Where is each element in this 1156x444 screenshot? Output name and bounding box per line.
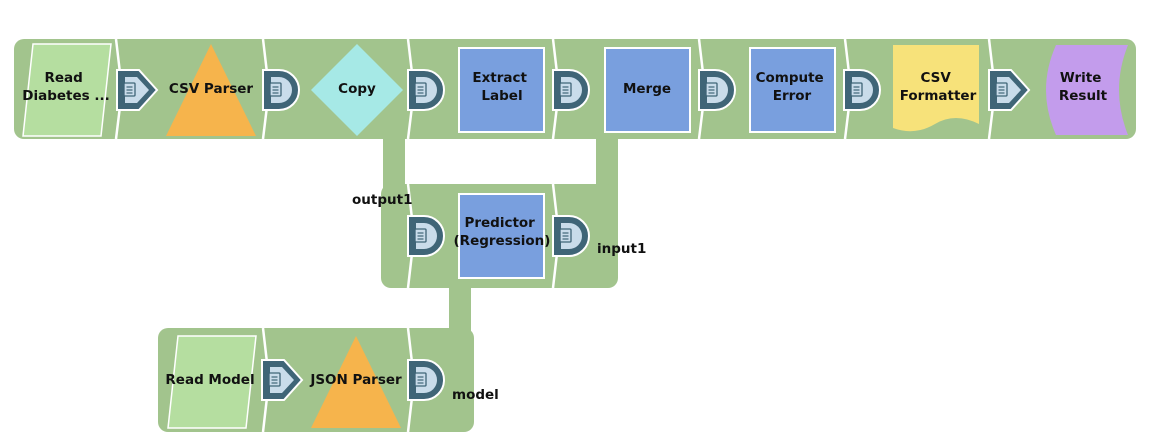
snap-extract-label[interactable]: Extract Label [458,47,545,133]
snap-label-merge: Merge [623,81,671,97]
parser-triangle-icon [311,336,401,428]
formatter-document-icon [893,45,979,132]
snap-merge[interactable]: Merge [604,47,691,133]
snap-csv-formatter[interactable]: CSV Formatter [893,45,979,132]
snap-label-predictor: Predictor (Regression) [454,215,551,249]
reader-icon [167,335,257,429]
label-line: CSV [920,70,951,86]
merge-branch-track [596,138,618,198]
snap-label-read-diabetes: Read Diabetes ... [22,70,110,104]
label-line: Predictor [464,215,535,231]
label-line: JSON Parser [309,372,402,388]
label-line: (Regression) [454,233,551,249]
label-line: Merge [623,81,671,97]
snap-label-json-parser: JSON Parser [309,372,402,388]
transform-square-icon [749,47,836,133]
output-port-round[interactable] [843,69,881,111]
label-line: Compute [756,70,824,86]
output-port-round[interactable] [262,69,300,111]
snap-label-csv-formatter: CSV Formatter [900,70,977,104]
label-line: Read Model [165,372,254,388]
snap-read-diabetes[interactable]: Read Diabetes ... [22,43,112,137]
label-line: Copy [338,81,376,97]
model-branch-track [449,286,471,334]
label-line: CSV Parser [169,81,254,97]
output-port-round[interactable] [407,69,445,111]
output-port-round[interactable] [698,69,736,111]
parser-triangle-icon [166,44,256,136]
port-label-output1: output1 [352,192,412,208]
output-port-model[interactable] [407,359,445,401]
input-port-output1[interactable] [407,215,445,257]
snap-label-write-result: Write Result [1059,70,1108,104]
snap-compute-error[interactable]: Compute Error [749,47,836,133]
snap-predictor[interactable]: Predictor (Regression) [454,193,551,279]
label-line: Error [773,88,812,104]
transform-square-icon [458,193,545,279]
port-label-model: model [452,387,499,403]
label-line: Extract [472,70,527,86]
snap-label-read-model: Read Model [165,372,254,388]
snap-json-parser[interactable]: JSON Parser [309,336,402,428]
output-port-input1[interactable] [552,215,590,257]
snap-write-result[interactable]: Write Result [1046,45,1128,135]
snap-label-extract-label: Extract Label [472,70,531,104]
snap-label-csv-parser: CSV Parser [169,81,254,97]
snap-read-model[interactable]: Read Model [165,335,257,429]
transform-square-icon [604,47,691,133]
label-line: Result [1059,88,1108,104]
connectors [116,69,1031,401]
label-line: Formatter [900,88,977,104]
label-line: Read [44,70,82,86]
copy-diamond-icon [311,44,403,136]
transform-square-icon [458,47,545,133]
snap-label-compute-error: Compute Error [756,70,829,104]
label-line: Label [481,88,522,104]
snap-csv-parser[interactable]: CSV Parser [166,44,256,136]
label-line: Diabetes ... [22,88,110,104]
snap-label-copy: Copy [338,81,376,97]
copy-branch-track [383,138,405,198]
label-line: Write [1060,70,1102,86]
output-port-arrow[interactable] [261,359,304,401]
output-port-round[interactable] [552,69,590,111]
writer-icon [1046,45,1128,135]
snap-copy[interactable]: Copy [311,44,403,136]
output-port-arrow[interactable] [988,69,1031,111]
reader-icon [22,43,112,137]
port-label-input1: input1 [597,241,646,257]
output-port-arrow[interactable] [116,69,159,111]
